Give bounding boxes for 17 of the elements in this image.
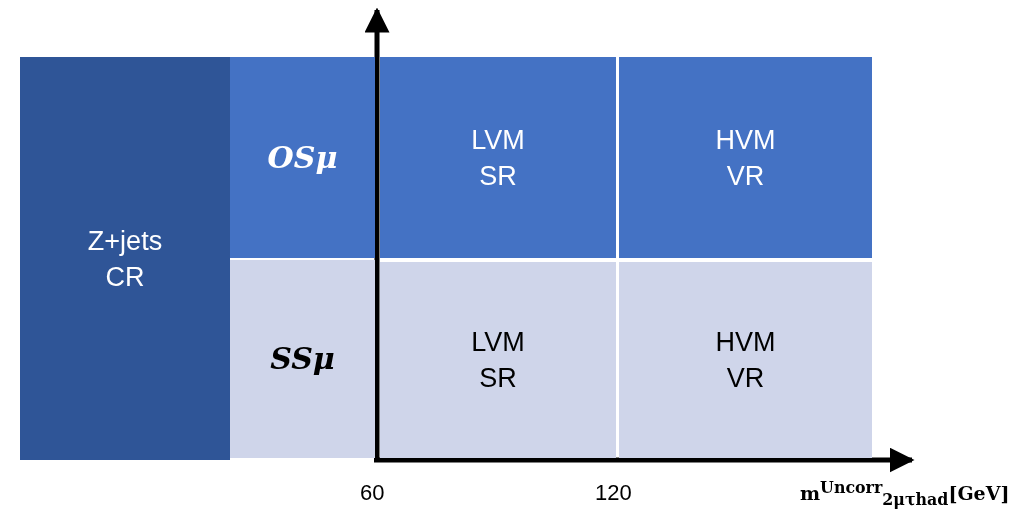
region-label: HVM VR bbox=[714, 326, 777, 395]
region-box bbox=[230, 260, 375, 458]
region-cell bbox=[380, 262, 616, 458]
region-label: HVM VR bbox=[714, 123, 777, 193]
region-cell bbox=[619, 57, 872, 258]
region-label: Z+jets CR bbox=[86, 224, 164, 294]
region-cell bbox=[380, 57, 616, 258]
region-label: LVM SR bbox=[470, 123, 526, 193]
region-label: SSμ bbox=[270, 341, 335, 377]
tick-label: 120 bbox=[595, 480, 632, 506]
axis-title: m$^{Uncorr}$$_{2μτhad}$[GeV] bbox=[800, 478, 1010, 510]
tick-label: 60 bbox=[360, 480, 385, 506]
region-box bbox=[230, 57, 375, 258]
region-box bbox=[20, 57, 230, 460]
region-cell bbox=[619, 262, 872, 458]
region-label: LVM SR bbox=[470, 326, 526, 395]
region-label: OSμ bbox=[267, 139, 338, 176]
